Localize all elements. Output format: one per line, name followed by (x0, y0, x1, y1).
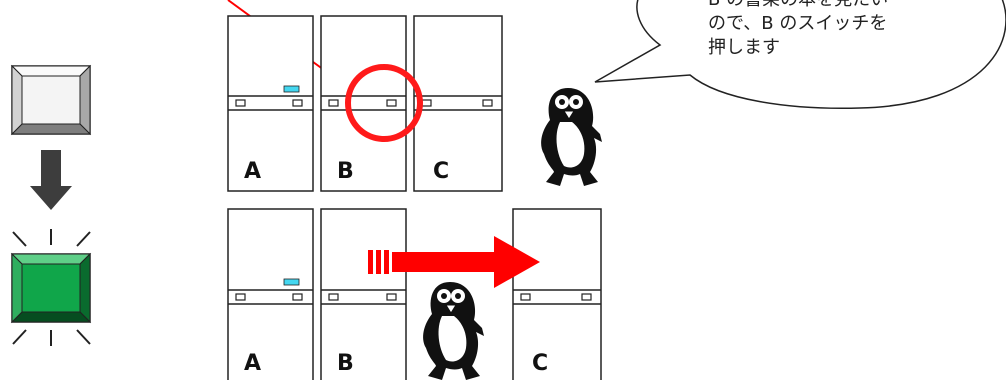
speech-bubble-line: ので、B のスイッチを (708, 12, 958, 36)
cabinet-label-a-bottom: A (244, 351, 261, 376)
cabinet-label-c-bottom: C (532, 351, 548, 376)
penguin-icon (423, 282, 484, 380)
cabinet-a-bottom: A (228, 209, 313, 380)
penguin-icon (541, 88, 602, 186)
cabinet-b-bottom: B (321, 209, 406, 380)
square-push-button-icon (12, 66, 90, 134)
cabinet-row-top: A B C (228, 16, 502, 191)
indicator-light-a-bottom (284, 279, 299, 285)
cabinet-label-b-bottom: B (337, 351, 354, 376)
down-arrow-icon (30, 150, 72, 210)
cabinet-b-top: B (321, 16, 406, 191)
cabinet-a-top: A (228, 16, 313, 191)
switch-b-top (387, 100, 396, 106)
cabinet-label-b-top: B (337, 159, 354, 184)
cabinet-c-bottom: C (513, 209, 601, 380)
speech-bubble-line: 押します (708, 36, 958, 60)
speech-bubble-text: B の書架の本を見たい ので、B のスイッチを 押します (708, 0, 958, 60)
cabinet-c-top: C (414, 16, 502, 191)
cabinet-label-c-top: C (433, 159, 449, 184)
indicator-light-a-top (284, 86, 299, 92)
speech-bubble-line: B の書架の本を見たい (708, 0, 958, 12)
cabinet-row-bottom: A B C (228, 209, 601, 380)
cabinet-label-a-top: A (244, 159, 261, 184)
lit-push-button-icon (12, 229, 90, 346)
